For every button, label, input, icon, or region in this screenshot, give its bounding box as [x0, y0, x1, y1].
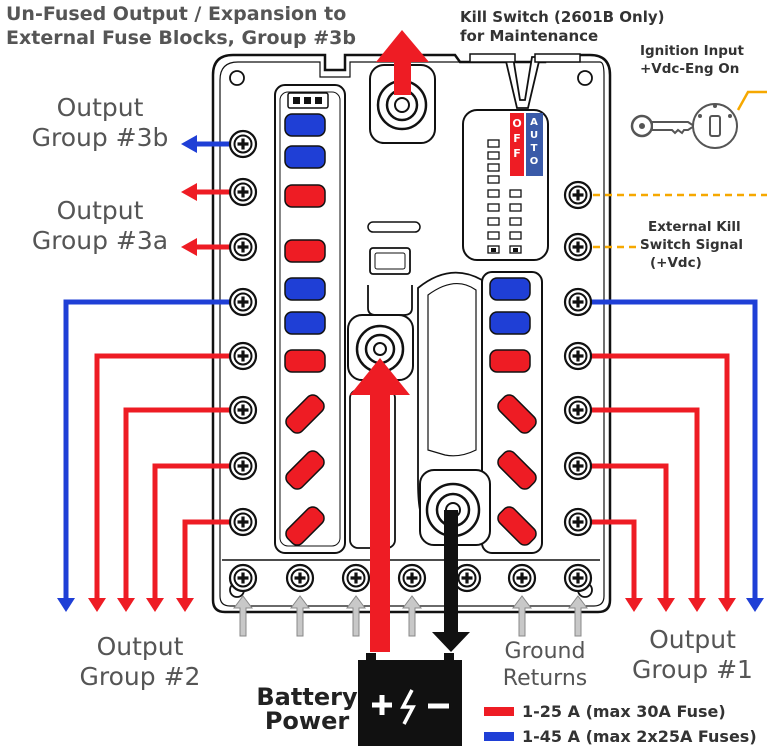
label-line: Power — [264, 707, 350, 735]
legend-swatch — [484, 732, 514, 741]
label-line: Battery — [256, 683, 358, 711]
battery-ground-arrow — [432, 510, 470, 652]
external-kill-label: External Kill Switch Signal (+Vdc) — [640, 218, 743, 272]
svg-text:U: U — [530, 130, 538, 141]
label-line: +Vdc-Eng On — [640, 61, 740, 77]
fuse-icon — [284, 277, 326, 301]
left-output-wires — [63, 299, 240, 600]
kill-switch-lever — [469, 53, 581, 109]
label-line: Ignition Input — [640, 43, 744, 59]
battery-icon — [358, 653, 462, 746]
unfused-output-arrow — [376, 30, 429, 95]
fuse-icon — [284, 113, 326, 137]
left-output-arrowheads — [57, 598, 194, 612]
legend-red: 1-25 A (max 30A Fuse) — [484, 702, 726, 721]
fuse-icon — [285, 506, 325, 546]
ground-returns-label: Ground Returns — [480, 638, 610, 692]
label-line: Group #2 — [79, 662, 201, 691]
legend-swatch — [484, 707, 514, 716]
label-line: Un-Fused Output / Expansion to — [6, 3, 347, 25]
output-group-1-label: Output Group #1 — [620, 625, 765, 685]
fuse-icon — [497, 506, 537, 546]
right-output-arrowheads — [625, 598, 764, 612]
output-group-2-label: Output Group #2 — [60, 632, 220, 692]
svg-text:F: F — [513, 132, 521, 145]
svg-text:O: O — [512, 117, 521, 130]
label-line: Group #3b — [31, 123, 169, 152]
ignition-input-label: Ignition Input +Vdc-Eng On — [640, 42, 744, 78]
label-line: Output — [96, 632, 184, 661]
unfused-output-label: Un-Fused Output / Expansion to External … — [6, 2, 356, 50]
kill-switch-label: Kill Switch (2601B Only) for Maintenance — [460, 8, 665, 46]
fuse-icon — [284, 349, 326, 373]
label-line: Kill Switch (2601B Only) — [460, 8, 665, 26]
svg-text:T: T — [531, 143, 538, 154]
fuse-icon — [284, 184, 326, 208]
label-line: Group #3a — [31, 226, 169, 255]
left-fuses — [284, 113, 326, 546]
label-line: for Maintenance — [460, 27, 599, 45]
fuse-icon — [489, 311, 531, 335]
fuse-icon — [489, 277, 531, 301]
right-output-wires — [582, 299, 758, 600]
ground-return-arrows — [233, 595, 588, 637]
battery-power-label: Battery Power — [252, 685, 362, 733]
kill-switch-module: O F F A U T O — [462, 109, 549, 261]
fuse-icon — [284, 311, 326, 335]
label-line: (+Vdc) — [650, 255, 702, 271]
svg-text:O: O — [530, 156, 539, 167]
key-icon — [630, 114, 696, 138]
ignition-switch-icon — [692, 103, 738, 149]
legend-text: 1-25 A (max 30A Fuse) — [522, 702, 726, 721]
switch-auto-indicator — [526, 113, 543, 176]
label-line: Switch Signal — [640, 237, 743, 253]
signal-lines — [593, 90, 767, 249]
output-group-3b-label: Output Group #3b — [20, 93, 180, 153]
label-line: Output — [56, 196, 144, 225]
label-line: External Fuse Blocks, Group #3b — [6, 27, 357, 49]
top-stud-terminal — [369, 64, 436, 144]
switch-off-indicator — [510, 113, 524, 176]
fuse-icon — [284, 145, 326, 169]
label-line: Output — [56, 93, 144, 122]
label-line: External Kill — [648, 219, 741, 235]
label-line: Returns — [502, 666, 588, 691]
legend-blue: 1-45 A (max 2x25A Fuses) — [484, 727, 757, 746]
fuse-icon — [497, 450, 537, 490]
fuse-icon — [285, 450, 325, 490]
legend-text: 1-45 A (max 2x25A Fuses) — [522, 727, 757, 746]
fuse-icon — [285, 394, 325, 434]
fuse-icon — [284, 239, 326, 263]
label-line: Group #1 — [632, 655, 753, 684]
svg-text:A: A — [530, 117, 538, 128]
label-line: Output — [649, 625, 736, 654]
right-fuses — [489, 277, 537, 546]
fuse-icon — [489, 349, 531, 373]
fuse-icon — [497, 394, 537, 434]
battery-positive-arrow — [350, 358, 410, 652]
output-group-3a-label: Output Group #3a — [20, 196, 180, 256]
battery-positive-stud — [347, 314, 414, 381]
label-line: Ground — [504, 639, 586, 664]
svg-text:F: F — [513, 147, 521, 160]
